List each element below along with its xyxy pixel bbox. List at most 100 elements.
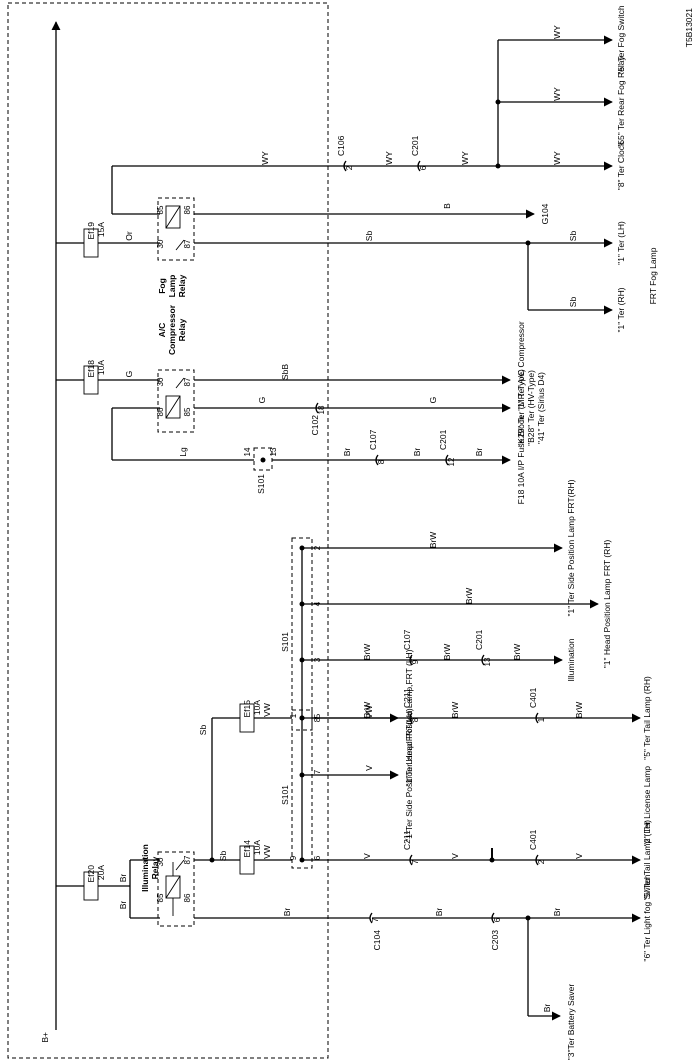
splice-label: S101	[280, 785, 290, 805]
wire-color: Br	[412, 448, 422, 457]
wire-color: BrW	[450, 702, 460, 719]
wire-color: V	[574, 853, 584, 859]
dest-side-pos-rh: "1" Ter Side Position Lamp FRT(RH)	[566, 479, 576, 616]
wire-color: Sb	[568, 297, 578, 308]
pin-label: 6	[313, 855, 322, 860]
ac-compressor-circuit: Ef18 10A G 30 86 87 85 A/C Compressor Re…	[56, 304, 511, 494]
splice-label: S101	[256, 474, 266, 494]
dest-head-pos-lh: "1"Ter Head Positon Lamp,FRT (LH)	[404, 649, 414, 786]
br-ground-circuit: 7 C104 Br Br 6 C203 Br	[369, 908, 641, 1021]
pin-label: 7	[371, 917, 380, 922]
dest-light-fog-switch: "6" Ter Light fog Switch	[642, 874, 652, 961]
dest-fog-group: FRT Fog Lamp	[648, 247, 658, 304]
dest-tail-lamp-rh: "5" Ter Tail Lamp (RH)	[642, 676, 652, 760]
pin-label: 6	[419, 165, 428, 170]
wire-color: Sb	[198, 725, 208, 736]
fuse-ef15-label: Ef15	[242, 700, 252, 718]
wire-color: Br	[118, 901, 128, 910]
connector-label: C104	[372, 930, 382, 951]
diagram-code: T5B13021	[684, 8, 694, 47]
connector-label: C201	[474, 629, 484, 650]
wire-color: BrW	[574, 702, 584, 719]
connector-label: C211	[402, 688, 412, 708]
connector-label: C102	[310, 415, 320, 436]
pin-label: 8	[377, 459, 386, 464]
pin-label: 14	[243, 447, 252, 456]
pin-label: 13	[483, 657, 492, 666]
pin-label: 1	[537, 717, 546, 722]
pin-label: 12	[447, 457, 456, 466]
wire-color: WY	[552, 87, 562, 101]
wire-color: Br	[282, 908, 292, 917]
fog-relay-label-2: Lamp	[167, 275, 177, 298]
wire-color: BrW	[362, 702, 372, 719]
connector-label: C107	[368, 429, 378, 450]
dest-fog-lh: "1" Ter (LH)	[616, 221, 626, 265]
wire-color: WY	[460, 151, 470, 165]
wire-color: BrW	[428, 532, 438, 549]
destination-labels: "3"Ter Battery Saver "6" Ter Light fog S…	[404, 5, 658, 1060]
dest-ecu-1: "K29" Ter (MR-Type)	[516, 369, 526, 447]
connector-label: C203	[490, 930, 500, 951]
wire-color: BrW	[362, 644, 372, 661]
license-lamp-branch	[491, 848, 493, 860]
illumination-relay-box	[157, 851, 195, 927]
pin-label: 9	[289, 855, 298, 860]
pin-label: 18	[317, 405, 326, 414]
dest-ac-compressor: "1" Ter A/C Compressor	[516, 321, 526, 411]
fuse-ef15-amp: 10A	[252, 700, 262, 715]
wire-color: G	[257, 397, 267, 404]
connector-label: C211	[402, 830, 412, 850]
pin-label: 87	[183, 377, 192, 386]
dest-side-pos-lh: "1"Ter Side Position Lamp FRT(LH)	[404, 708, 414, 842]
wire-color: WY	[384, 151, 394, 165]
connector-label: C106	[336, 135, 346, 156]
battery-bus: B+	[40, 21, 61, 1043]
fuse-ef14-amp: 10A	[252, 840, 262, 855]
wire-color: Br	[552, 908, 562, 917]
illumination-relay-label-1: Illumination	[140, 844, 150, 892]
pin-label: 2	[537, 859, 546, 864]
pin-label: 1	[289, 713, 298, 718]
dest-ecu-2: "B28" Ter (HV-Type)	[526, 370, 536, 446]
connector-label: C107	[402, 629, 412, 650]
pin-label: 8	[313, 717, 322, 722]
illumination-relay-label-2: Relay	[150, 856, 160, 879]
fog-relay-label-1: Fog	[157, 278, 167, 294]
s101-lower: S101 8 7 9 6 VW V V V V 7 C211 2 C401	[280, 705, 641, 869]
wire-color: Sb	[364, 231, 374, 242]
wire-color: Br	[434, 908, 444, 917]
wire-color: G	[124, 371, 134, 378]
connector-label: C201	[410, 135, 420, 156]
wire-color: Br	[542, 1004, 552, 1013]
pin-label: 85	[183, 407, 192, 416]
fuse-ef18-label: Ef18	[86, 360, 96, 378]
wire-color: BrW	[442, 644, 452, 661]
wire-color: V	[450, 853, 460, 859]
wire-color: BrW	[512, 644, 522, 661]
pin-label: 30	[156, 377, 165, 386]
pin-label: 7	[313, 769, 322, 774]
pin-label: 30	[156, 857, 165, 866]
wire-color: BrW	[464, 588, 474, 605]
pin-label: 86	[183, 205, 192, 214]
dest-rear-fog-relay: "55" Ter Rear Fog Relay	[616, 56, 626, 148]
pin-label: 30	[156, 239, 165, 248]
pin-label: 6	[493, 917, 502, 922]
dest-illumination: Illumination	[566, 638, 576, 681]
ac-relay-label-2: Compressor	[167, 304, 177, 355]
wire-color: Sb	[568, 231, 578, 242]
dest-head-pos-rh: "1" Head Position Lamp FRT (RH)	[602, 540, 612, 669]
dest-fog-rh: "1" Ter (RH)	[616, 287, 626, 332]
connector-label: C201	[438, 429, 448, 450]
dest-license-lamp: "2" Ter License Lamp	[642, 766, 652, 846]
wire-color: Sb	[218, 851, 228, 862]
dest-tail-lamp-lh: "5"Ter Tail Lamp (LH)	[642, 820, 652, 900]
fuse-ef18-amp: 10A	[96, 360, 106, 375]
pin-label: 8	[411, 717, 420, 722]
dest-clock: "8" Ter Clock	[616, 141, 626, 190]
engine-room-boundary	[7, 2, 329, 1059]
pin-label: 85	[156, 893, 165, 902]
ground-label: G104	[540, 203, 550, 224]
splice-label: S101	[280, 632, 290, 652]
